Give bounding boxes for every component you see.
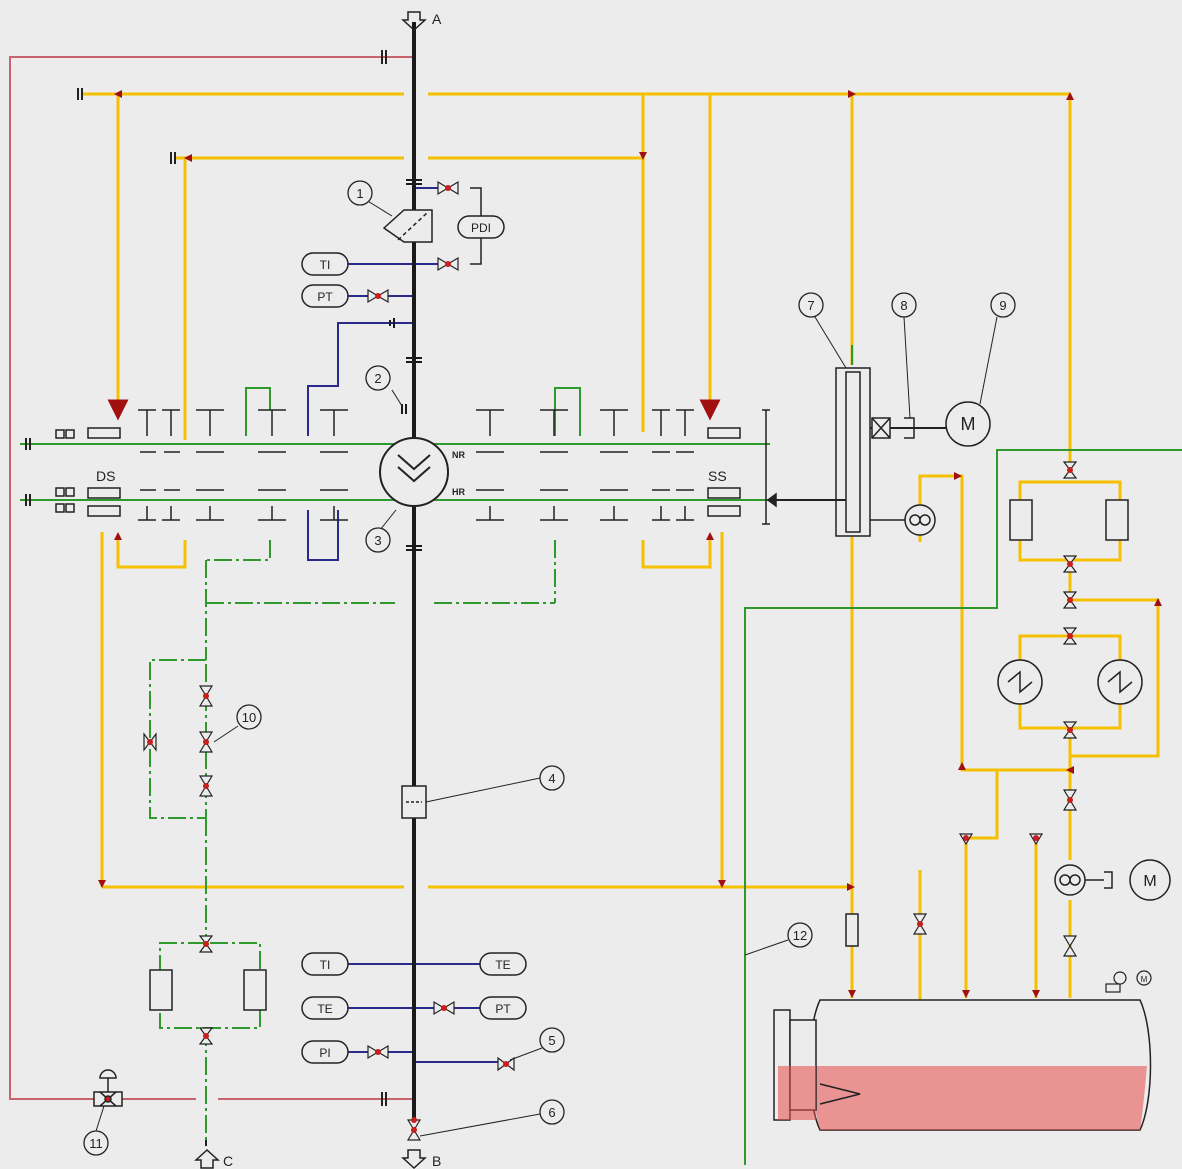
oil-pump-upper [870,504,936,536]
svg-text:PDI: PDI [471,221,491,235]
cooling-water-lines [149,540,556,1145]
svg-text:TE: TE [317,1002,332,1016]
instrument-te-left: TE [301,996,349,1020]
svg-text:9: 9 [999,298,1006,313]
instrument-pt-bottom: PT [479,996,527,1020]
instrument-pdi: PDI [457,187,505,265]
svg-text:12: 12 [793,928,807,943]
svg-text:A: A [432,11,442,27]
svg-text:5: 5 [548,1033,555,1048]
port-a: A [401,11,442,32]
oil-pump-lower [1054,864,1113,896]
svg-text:3: 3 [374,533,381,548]
svg-text:4: 4 [548,771,555,786]
svg-text:TI: TI [320,958,331,972]
drive-side-label: DS [96,468,115,484]
oil-flow-arrows [98,90,1162,998]
valves [143,180,1078,1141]
pump-motor: M [1129,859,1171,901]
oil-coolers [997,659,1143,705]
port-b: B [401,1149,441,1169]
seal-air-line [9,50,414,1106]
instrument-pt-top: PT [301,284,349,308]
svg-text:10: 10 [242,710,256,725]
instrument-ti-bottom: TI [301,952,349,976]
sight-glass-4 [401,785,427,819]
valve-dots [147,185,1073,1133]
svg-text:TI: TI [320,258,331,272]
callout-numbers: 1 2 3 4 5 6 7 8 9 10 11 12 [89,186,1006,1151]
callout-leaders [95,316,998,1137]
svg-text:6: 6 [548,1105,555,1120]
svg-text:B: B [432,1153,441,1169]
svg-text:2: 2 [374,371,381,386]
svg-text:M: M [1143,873,1156,890]
svg-text:M: M [961,414,976,434]
port-c: C [194,1148,233,1169]
line-end-caps [25,88,207,1146]
svg-text:PT: PT [317,290,333,304]
drive-motor: M [945,401,991,447]
oil-tank: M [773,970,1152,1131]
svg-text:11: 11 [89,1136,103,1151]
svg-text:TE: TE [495,958,510,972]
instrument-pi-bottom: PI [301,1040,349,1064]
shaft-flanges [389,179,422,551]
filter-housings [149,499,1129,1011]
svg-text:1: 1 [356,186,363,201]
gearbox [766,367,946,537]
instrument-ti-top: TI [301,252,349,276]
roll-bearings [55,409,770,525]
row-label-nr: NR [452,450,465,460]
svg-text:7: 7 [807,298,814,313]
svg-text:C: C [223,1153,233,1169]
instrument-te-right: TE [479,952,527,976]
svg-text:PI: PI [319,1046,330,1060]
filter-unit [365,199,433,243]
svg-text:M: M [1141,975,1148,984]
central-gear [379,437,449,531]
instrument-lines [307,187,500,1063]
svg-text:PT: PT [495,1002,511,1016]
air-valve-11 [93,1069,123,1107]
svg-text:8: 8 [900,298,907,313]
slave-side-label: SS [708,468,727,484]
row-label-hr: HR [452,487,465,497]
